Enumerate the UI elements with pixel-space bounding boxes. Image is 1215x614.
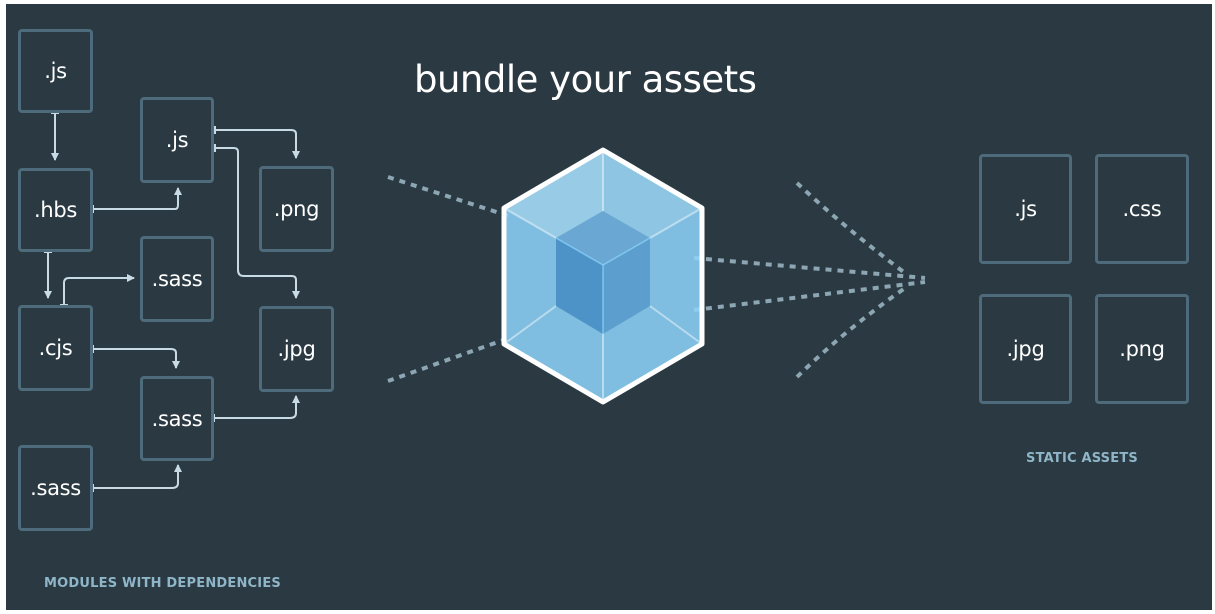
module-label: .cjs [38,336,73,360]
webpack-cube-icon [501,147,705,405]
module-label: .sass [151,406,203,431]
arrow-js-to-jpg [215,147,300,299]
page-title: bundle your assets [414,58,757,101]
module-label: .hbs [33,198,78,222]
module-box-cjs: .cjs [18,305,93,391]
static-assets-caption: STATIC ASSETS [1026,451,1138,466]
module-box-png: .png [259,166,334,252]
module-label: .sass [30,476,81,500]
asset-box-jpg: .jpg [979,294,1072,404]
modules-caption: MODULES WITH DEPENDENCIES [44,576,281,591]
arrow-cjs-to-sass [63,274,135,305]
arrow-hbs-to-js [93,187,182,210]
asset-label: .css [1122,197,1162,221]
module-box-hbs: .hbs [18,168,93,252]
module-box-js-2: .js [140,97,214,183]
arrow-sass-to-jpg [214,395,300,419]
module-box-js-1: .js [18,29,93,113]
module-box-sass-3: .sass [18,445,93,531]
dotted-line-out-2 [693,280,926,312]
asset-label: .jpg [1006,337,1045,361]
dotted-line-out-1 [693,256,926,280]
arrow-sass-to-sass [93,464,182,489]
dotted-line-out-curve-bottom [795,286,907,379]
dotted-line-in-bottom [387,335,513,383]
module-label: .js [44,59,67,83]
module-label: .sass [151,267,203,291]
module-label: .js [165,128,189,152]
arrow-cjs-to-sass-2 [93,348,180,369]
asset-label: .js [1014,197,1037,221]
module-label: .png [273,197,320,221]
dotted-line-out-curve-top [795,181,907,275]
module-box-sass-2: .sass [140,376,214,461]
module-box-jpg: .jpg [259,306,334,392]
module-box-sass-1: .sass [140,236,214,322]
arrow-js-to-png [215,129,300,159]
asset-box-png: .png [1095,294,1189,404]
dotted-line-in-top [387,175,513,219]
asset-box-css: .css [1095,154,1189,264]
asset-box-js: .js [979,154,1072,264]
asset-label: .png [1119,337,1165,361]
module-label: .jpg [277,337,316,361]
